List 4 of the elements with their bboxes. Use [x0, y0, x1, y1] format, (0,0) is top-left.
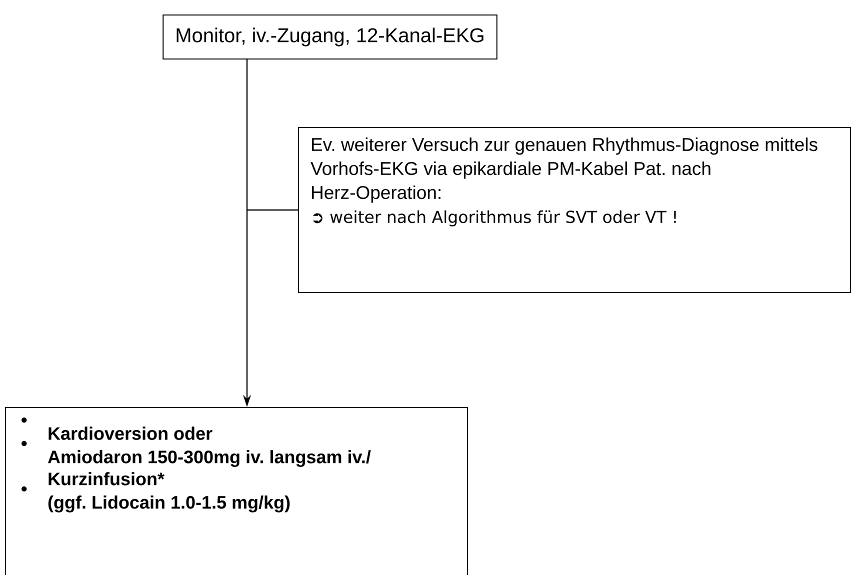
treatment-box: Kardioversion oder Amiodaron 150-300mg iv. langsam iv./ Kurzinfusion* (ggf. Lidocain 1.0-1.5 mg/kg) — [5, 407, 468, 575]
step-box: Monitor, iv.-Zugang, 12-Kanal-EKG — [162, 14, 498, 60]
leader-line — [247, 209, 298, 211]
note-box: Ev. weiterer Versuch zur genauen Rhythmus-Diagnose mittels Vorhofs-EKG via epikardiale PM-Kabel Pat. nach Herz-Operation: ➲ weiter nach Algorithmus für SVT oder VT ! — [298, 127, 851, 293]
